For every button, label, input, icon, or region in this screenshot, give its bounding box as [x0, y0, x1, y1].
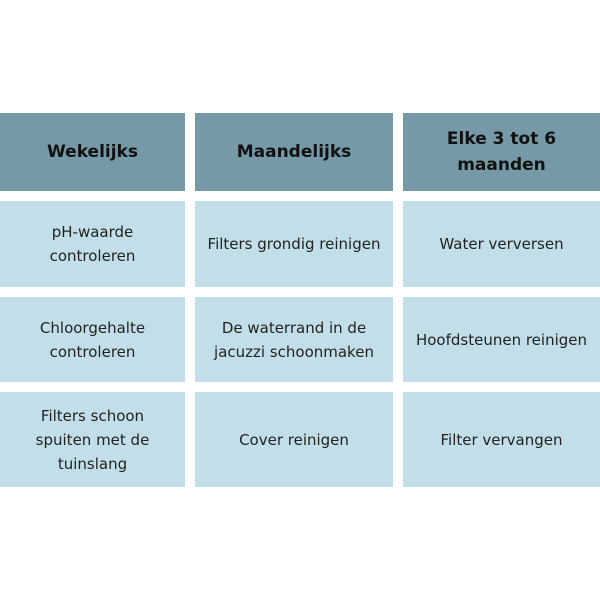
table-cell: Water verversen: [403, 201, 600, 287]
table-cell: Chloorgehalte controleren: [0, 297, 185, 382]
table-cell: Filter vervangen: [403, 392, 600, 487]
table-cell: Hoofdsteunen reinigen: [403, 297, 600, 382]
header-every-3-to-6-months: Elke 3 tot 6 maanden: [403, 113, 600, 191]
table-cell: Filters grondig reinigen: [195, 201, 393, 287]
table-cell: Filters schoon spuiten met de tuinslang: [0, 392, 185, 487]
table-cell: Cover reinigen: [195, 392, 393, 487]
header-monthly: Maandelijks: [195, 113, 393, 191]
table-cell: pH-waarde controleren: [0, 201, 185, 287]
header-weekly: Wekelijks: [0, 113, 185, 191]
table-cell: De waterrand in de jacuzzi schoonmaken: [195, 297, 393, 382]
